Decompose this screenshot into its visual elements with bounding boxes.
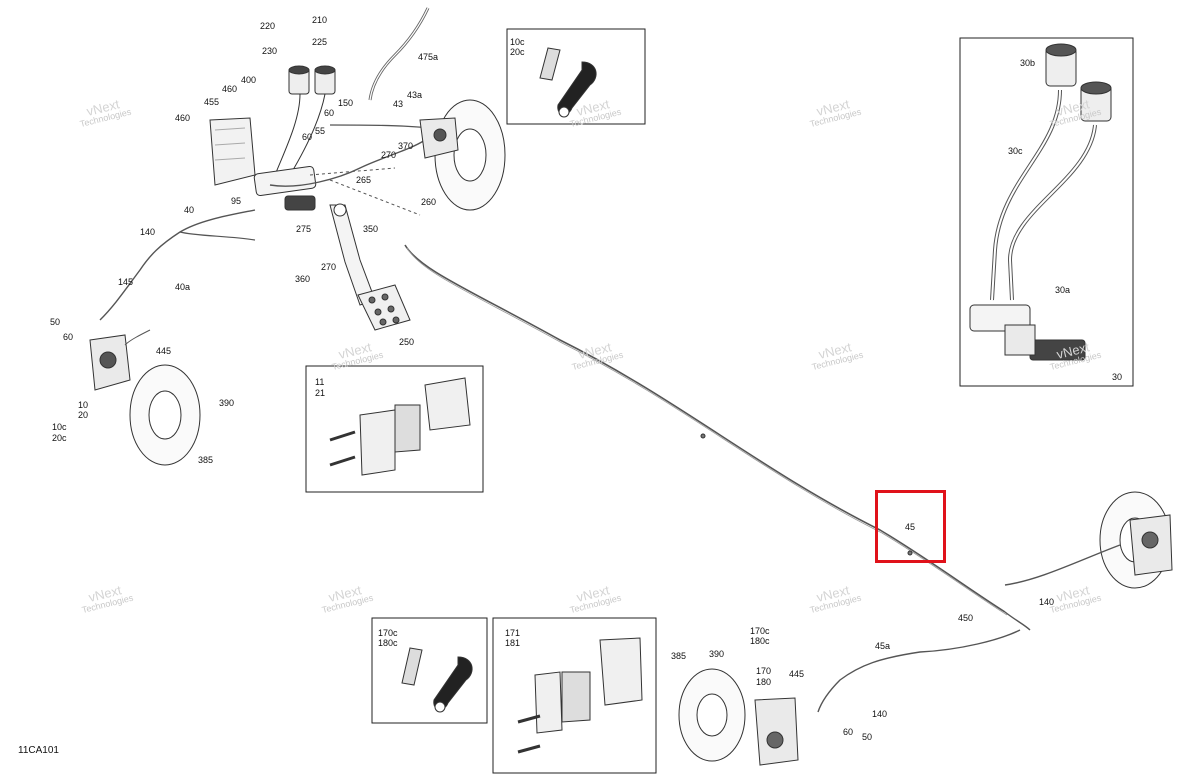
- part-label-270[interactable]: 270: [321, 262, 337, 272]
- part-label-60[interactable]: 60: [63, 332, 74, 342]
- part-label-60[interactable]: 60: [324, 108, 335, 118]
- part-label-140[interactable]: 140: [140, 227, 156, 237]
- brake-line-45: [404, 244, 1006, 613]
- part-label-30[interactable]: 30: [1112, 372, 1123, 382]
- part-label-10c[interactable]: 10c: [52, 422, 67, 432]
- detail-box-pads-front: [305, 365, 484, 493]
- part-label-30c[interactable]: 30c: [1008, 146, 1023, 156]
- rear-disc-bottom: [678, 668, 799, 766]
- part-label-210[interactable]: 210: [312, 15, 328, 25]
- part-label-45[interactable]: 45: [905, 522, 916, 532]
- reservoirs-top: [274, 65, 336, 176]
- part-label-225[interactable]: 225: [312, 37, 328, 47]
- part-label-21[interactable]: 21: [315, 388, 326, 398]
- part-label-150[interactable]: 150: [338, 98, 354, 108]
- part-label-350[interactable]: 350: [363, 224, 379, 234]
- part-label-95[interactable]: 95: [231, 196, 242, 206]
- part-label-180c[interactable]: 180c: [750, 636, 770, 646]
- part-label-30b[interactable]: 30b: [1020, 58, 1036, 68]
- master-cylinder-front: [209, 117, 317, 211]
- part-label-270[interactable]: 270: [381, 150, 397, 160]
- part-label-181[interactable]: 181: [505, 638, 521, 648]
- part-label-43a[interactable]: 43a: [407, 90, 423, 100]
- part-label-170c[interactable]: 170c: [750, 626, 770, 636]
- part-label-60[interactable]: 60: [843, 727, 854, 737]
- part-label-45a[interactable]: 45a: [875, 641, 891, 651]
- part-label-43[interactable]: 43: [393, 99, 404, 109]
- part-label-40a[interactable]: 40a: [175, 282, 191, 292]
- part-label-145[interactable]: 145: [118, 277, 134, 287]
- part-label-50[interactable]: 50: [50, 317, 61, 327]
- part-label-370[interactable]: 370: [398, 141, 414, 151]
- part-label-450[interactable]: 450: [958, 613, 974, 623]
- part-label-275[interactable]: 275: [296, 224, 312, 234]
- part-label-180[interactable]: 180: [756, 677, 772, 687]
- part-label-455[interactable]: 455: [204, 97, 220, 107]
- part-label-171[interactable]: 171: [505, 628, 521, 638]
- rear-disc-right: [1099, 491, 1173, 589]
- part-label-140[interactable]: 140: [1039, 597, 1055, 607]
- part-label-475a[interactable]: 475a: [418, 52, 439, 62]
- part-label-460[interactable]: 460: [222, 84, 238, 94]
- part-label-390[interactable]: 390: [219, 398, 235, 408]
- part-label-140[interactable]: 140: [872, 709, 888, 719]
- highlight-box-45: [875, 490, 946, 563]
- part-label-390[interactable]: 390: [709, 649, 725, 659]
- part-label-385[interactable]: 385: [198, 455, 214, 465]
- brake-pedal: [329, 203, 411, 331]
- part-label-10[interactable]: 10: [78, 400, 89, 410]
- front-disc-left: [89, 334, 201, 466]
- part-label-460[interactable]: 460: [175, 113, 191, 123]
- part-label-265[interactable]: 265: [356, 175, 372, 185]
- part-label-55[interactable]: 55: [315, 126, 326, 136]
- detail-box-pads-rear: [492, 617, 657, 774]
- part-label-20c[interactable]: 20c: [52, 433, 67, 443]
- part-label-20c[interactable]: 20c: [510, 47, 525, 57]
- part-label-40[interactable]: 40: [184, 205, 195, 215]
- part-label-20[interactable]: 20: [78, 410, 89, 420]
- detail-box-bleeder-rear: [371, 617, 488, 724]
- part-label-260[interactable]: 260: [421, 197, 437, 207]
- part-label-60[interactable]: 60: [302, 132, 313, 142]
- part-label-385[interactable]: 385: [671, 651, 687, 661]
- part-label-400[interactable]: 400: [241, 75, 257, 85]
- part-label-180c[interactable]: 180c: [378, 638, 398, 648]
- part-label-30a[interactable]: 30a: [1055, 285, 1071, 295]
- part-label-220[interactable]: 220: [260, 21, 276, 31]
- part-label-10c[interactable]: 10c: [510, 37, 525, 47]
- part-label-170c[interactable]: 170c: [378, 628, 398, 638]
- part-label-230[interactable]: 230: [262, 46, 278, 56]
- part-label-11[interactable]: 11: [315, 377, 325, 387]
- part-label-445[interactable]: 445: [156, 346, 172, 356]
- part-label-360[interactable]: 360: [295, 274, 311, 284]
- part-label-50[interactable]: 50: [862, 732, 873, 742]
- detail-box-master-cylinder-30: [959, 37, 1134, 387]
- part-label-445[interactable]: 445: [789, 669, 805, 679]
- diagram-reference: 11CA101: [18, 745, 59, 756]
- part-label-170[interactable]: 170: [756, 666, 772, 676]
- part-label-250[interactable]: 250: [399, 337, 415, 347]
- detail-box-bleeder-top: [506, 28, 646, 125]
- front-disc-top: [419, 99, 506, 211]
